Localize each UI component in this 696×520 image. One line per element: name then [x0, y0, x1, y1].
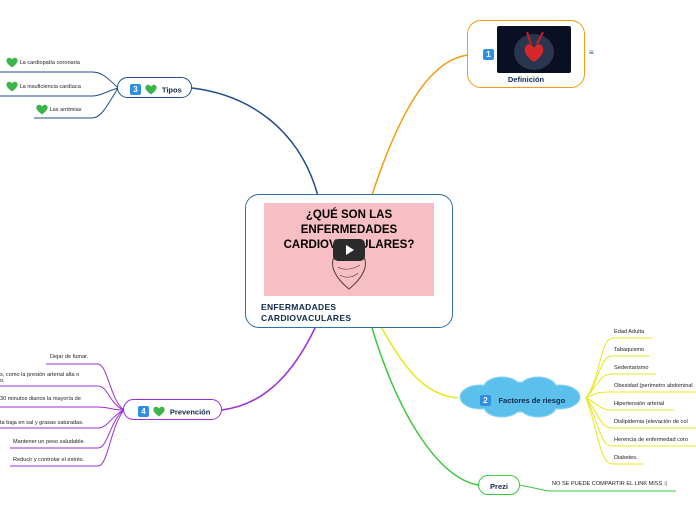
- green-heart-icon: [6, 57, 18, 68]
- branch-factores: [379, 324, 459, 399]
- green-heart-icon: [153, 406, 166, 417]
- green-heart-icon: [36, 104, 48, 115]
- factores-item-7[interactable]: Herencia de enfermedad coro: [614, 437, 689, 443]
- tipos-leaf-link-1: [91, 71, 119, 89]
- factores-item-6[interactable]: Dislipidemia (elevación de col: [614, 419, 688, 425]
- prezi-note[interactable]: NO SE PUEDE COMPARTIR EL LINK MISS :(: [552, 481, 668, 487]
- definicion-label: Definición: [507, 75, 545, 84]
- factores-item-2[interactable]: Tabaquismo: [614, 347, 645, 353]
- prevencion-node[interactable]: 4 Prevención: [123, 399, 222, 420]
- factores-node[interactable]: 2 Factores de riesgo: [454, 375, 586, 419]
- prevencion-item-6[interactable]: Reducir y controlar el estrés.: [13, 457, 85, 463]
- branch-tipos: [191, 87, 319, 197]
- factores-item-8[interactable]: Diabetes.: [614, 455, 638, 461]
- green-heart-icon: [145, 84, 158, 95]
- cloud-shape: [459, 376, 581, 418]
- prevencion-item-4[interactable]: ta baja en sal y grasas saturadas.: [0, 420, 84, 426]
- factores-badge: 2: [480, 395, 491, 407]
- factores-item-5[interactable]: Hipertensión arterial: [614, 401, 665, 407]
- central-image[interactable]: ¿QUÉ SON LAS ENFERMEDADES CARDIOVASCULAR…: [264, 203, 434, 296]
- branch-prezi: [371, 327, 479, 486]
- tipos-item-2[interactable]: La insuficiencia cardíaca: [6, 81, 81, 92]
- tipos-badge: 3: [130, 84, 141, 96]
- play-button[interactable]: [333, 239, 365, 261]
- tipos-item-1[interactable]: La cardiopatía coronaria: [6, 57, 80, 68]
- tipos-label: Tipos: [161, 85, 182, 95]
- factores-label: Factores de riesgo: [498, 396, 566, 406]
- note-icon[interactable]: ≡: [589, 48, 594, 57]
- prevencion-badge: 4: [138, 406, 149, 418]
- central-topic[interactable]: ¿QUÉ SON LAS ENFERMEDADES CARDIOVASCULAR…: [245, 194, 453, 328]
- prevencion-item-2[interactable]: s, como la presión arterial alta o: [0, 372, 80, 378]
- definicion-image[interactable]: [497, 26, 571, 73]
- tipos-leaf-link-3: [91, 87, 119, 119]
- branch-prevencion: [221, 327, 316, 411]
- prezi-label: Prezi: [490, 482, 508, 491]
- central-label: ENFERMADADES CARDIOVACULARES: [261, 302, 352, 323]
- branch-definicion: [371, 54, 469, 196]
- tipos-leaf-link-2: [91, 87, 119, 97]
- factores-item-4[interactable]: Obesidad (perímetro abdominal: [614, 383, 693, 389]
- prevencion-item-1[interactable]: Dejar de fumar.: [50, 354, 89, 360]
- prevencion-item-5[interactable]: Mantener un peso saludable.: [13, 439, 86, 445]
- tipos-node[interactable]: 3 Tipos: [117, 77, 192, 98]
- definicion-badge: 1: [483, 49, 494, 60]
- prevencion-item-3[interactable]: 30 minutos diarios la mayoría de: [0, 396, 81, 402]
- prevencion-item-2-cont: o.: [0, 378, 5, 384]
- anatomy-heart-icon: [514, 31, 554, 70]
- tipos-item-1-label: La cardiopatía coronaria: [19, 59, 80, 66]
- definicion-node[interactable]: 1 Definición: [467, 20, 585, 88]
- tipos-item-3-label: Las arritmias: [49, 106, 82, 113]
- tipos-item-3[interactable]: Las arritmias: [36, 104, 82, 115]
- prevencion-label: Prevención: [169, 407, 211, 417]
- tipos-item-2-label: La insuficiencia cardíaca: [19, 83, 81, 90]
- factores-item-3[interactable]: Sedentarismo: [614, 365, 649, 371]
- green-heart-icon: [6, 81, 18, 92]
- factores-item-1[interactable]: Edad Adulta: [614, 329, 645, 335]
- prezi-node[interactable]: Prezi: [478, 475, 520, 495]
- play-icon: [346, 245, 354, 255]
